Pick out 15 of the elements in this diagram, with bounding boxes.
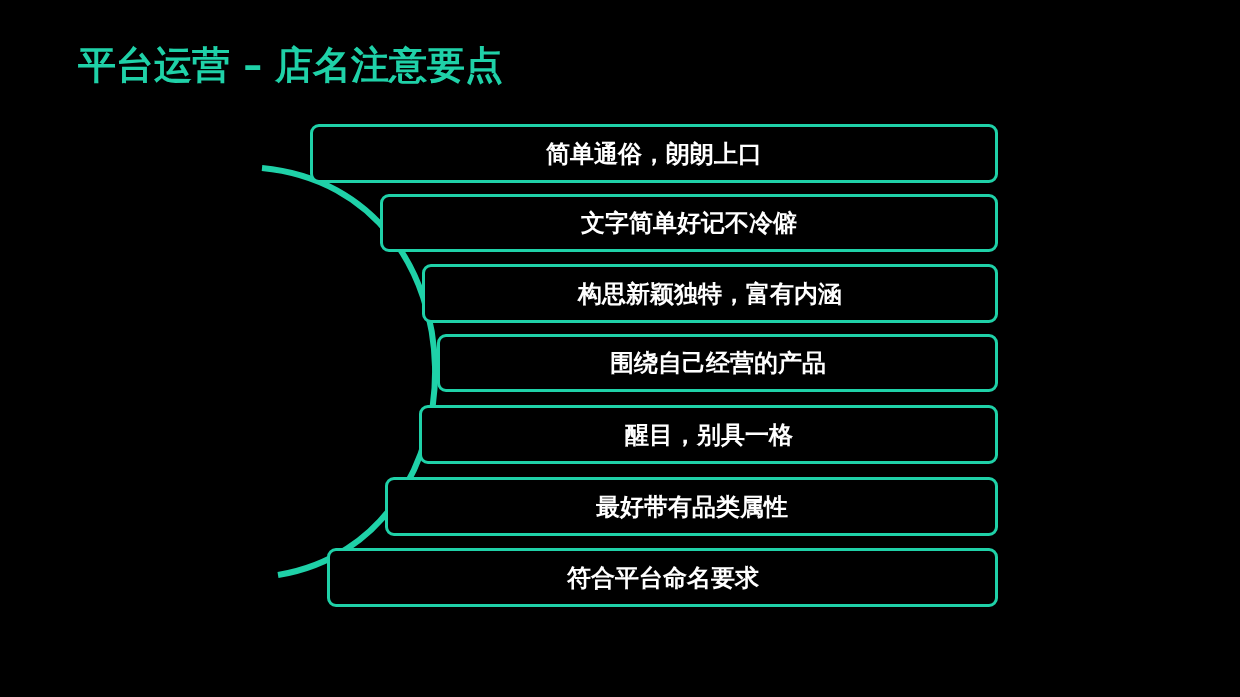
text-box (437, 334, 998, 392)
box-text: 最好带有品类属性 (595, 491, 788, 523)
text-box (327, 548, 998, 607)
box-text: 醒目，别具一格 (624, 419, 793, 451)
text-box (422, 264, 998, 323)
text-box (310, 124, 998, 183)
text-box (380, 194, 998, 252)
box-text: 符合平台命名要求 (566, 562, 759, 594)
box-text: 围绕自己经营的产品 (609, 348, 826, 379)
text-box (385, 477, 998, 536)
text-box (419, 405, 998, 464)
box-text: 文字简单好记不冷僻 (581, 208, 797, 239)
box-text: 简单通俗，朗朗上口 (546, 138, 762, 170)
box-text: 构思新颖独特，富有内涵 (578, 278, 842, 310)
title: 平台运营 – 店名注意要点 (78, 42, 504, 89)
